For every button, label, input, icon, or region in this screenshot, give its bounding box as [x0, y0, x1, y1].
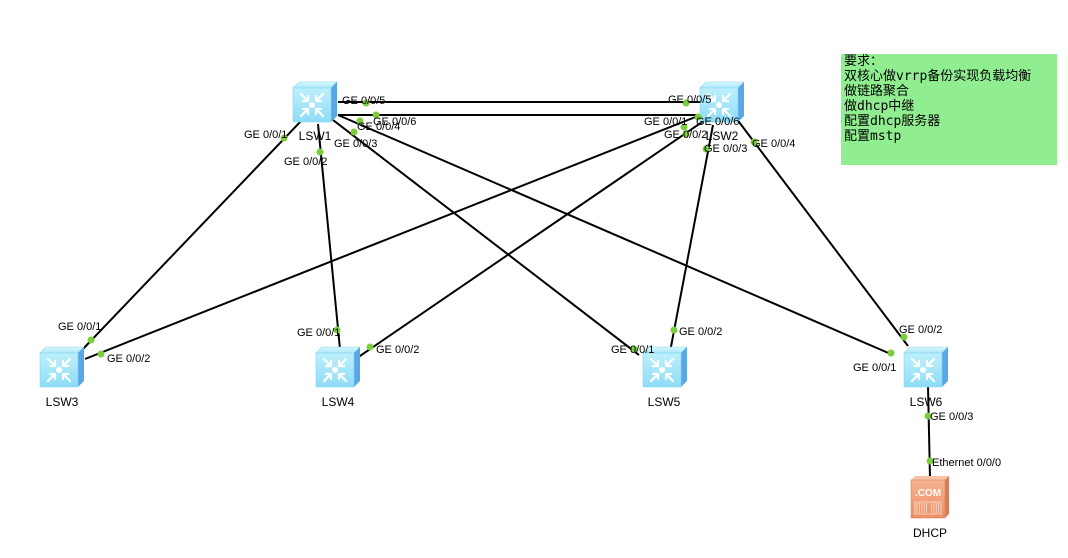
switch-arrows-icon	[322, 357, 348, 383]
switch-arrows-icon	[910, 357, 936, 383]
device-label: LSW4	[322, 395, 355, 409]
port-label-lsw1: GE 0/0/3	[334, 138, 377, 150]
port-dot[interactable]	[926, 457, 934, 465]
port-label-lsw5: GE 0/0/1	[611, 344, 654, 356]
port-dot[interactable]	[680, 123, 688, 131]
device-label: LSW5	[648, 395, 681, 409]
port-label-lsw6: GE 0/0/2	[899, 324, 942, 336]
port-label-lsw2: GE 0/0/3	[704, 143, 747, 155]
port-dot[interactable]	[750, 138, 758, 146]
switch-arrows-icon	[649, 357, 675, 383]
link-lsw1-lsw4[interactable]	[317, 123, 341, 350]
port-label-lsw1: GE 0/0/6	[373, 116, 416, 128]
switch-arrows-icon	[46, 357, 72, 383]
device-label: LSW1	[299, 129, 332, 143]
note-line: 配置dhcp服务器	[844, 114, 941, 129]
port-dot[interactable]	[887, 349, 895, 357]
port-dot[interactable]	[694, 113, 702, 121]
port-label-lsw1: GE 0/0/5	[342, 95, 385, 107]
switch-lsw3[interactable]	[39, 346, 85, 388]
server-com-icon: .COM	[915, 488, 941, 499]
port-label-lsw3: GE 0/0/1	[58, 321, 101, 333]
switch-lsw5[interactable]	[642, 346, 688, 388]
links-layer	[81, 101, 931, 479]
link-lsw1-lsw6[interactable]	[337, 114, 894, 356]
note-line: 双核心做vrrp备份实现负载均衡	[844, 69, 1032, 84]
port-label-lsw2: GE 0/0/2	[664, 129, 707, 141]
ports-layer: GE 0/0/5 GE 0/0/5 GE 0/0/6 GE 0/0/6 GE 0/0/1…	[58, 94, 1001, 469]
port-label-lsw2: GE 0/0/5	[668, 94, 711, 106]
port-dot[interactable]	[350, 128, 358, 136]
link-lsw1-lsw5[interactable]	[332, 119, 640, 356]
port-dot[interactable]	[333, 326, 341, 334]
port-dot[interactable]	[87, 336, 95, 344]
switch-lsw4[interactable]	[315, 346, 361, 388]
port-dot[interactable]	[630, 345, 638, 353]
port-label-lsw2: GE 0/0/6	[696, 116, 739, 128]
server-dhcp[interactable]: .COM	[910, 476, 949, 519]
switch-arrows-icon	[299, 92, 325, 118]
port-dot[interactable]	[702, 145, 710, 153]
port-dot[interactable]	[362, 99, 370, 107]
note-line: 配置mstp	[844, 129, 902, 144]
port-dot[interactable]	[366, 343, 374, 351]
port-dot[interactable]	[900, 333, 908, 341]
port-label-lsw4: GE 0/0/1	[297, 327, 340, 339]
device-label: LSW2	[706, 129, 739, 143]
port-label-lsw2: GE 0/0/1	[644, 116, 687, 128]
port-label-lsw6: GE 0/0/1	[853, 362, 896, 374]
link-lsw2-lsw6[interactable]	[732, 113, 909, 347]
switch-lsw2[interactable]	[699, 81, 745, 123]
port-label-lsw1: GE 0/0/1	[244, 129, 287, 141]
port-label-lsw4: GE 0/0/2	[376, 344, 419, 356]
requirements-note[interactable]: 要求： 双核心做vrrp备份实现负载均衡 做链路聚合 做dhcp中继 配置dhc…	[841, 54, 1057, 165]
switch-arrows-icon	[706, 92, 732, 118]
link-lsw2-lsw3[interactable]	[84, 113, 704, 360]
port-label-lsw1: GE 0/0/2	[284, 156, 327, 168]
port-label-lsw5: GE 0/0/2	[679, 326, 722, 338]
server-grill-icon	[914, 501, 942, 515]
port-dot[interactable]	[372, 111, 380, 119]
port-label-lsw6: GE 0/0/3	[930, 411, 973, 423]
note-line: 做链路聚合	[844, 84, 910, 99]
note-line: 做dhcp中继	[844, 99, 915, 114]
link-lsw2-lsw4[interactable]	[356, 117, 709, 359]
switch-lsw1[interactable]	[292, 81, 338, 123]
device-label: LSW3	[46, 395, 79, 409]
port-dot[interactable]	[356, 117, 364, 125]
note-line: 要求：	[844, 54, 884, 69]
port-label-lsw3: GE 0/0/2	[107, 353, 150, 365]
port-dot[interactable]	[280, 134, 288, 142]
port-dot[interactable]	[97, 350, 105, 358]
port-dot[interactable]	[670, 326, 678, 334]
device-label: LSW6	[910, 395, 943, 409]
port-dot[interactable]	[682, 99, 690, 107]
link-lsw1-lsw3[interactable]	[81, 119, 303, 351]
device-label: DHCP	[913, 526, 947, 540]
port-label-lsw2: GE 0/0/4	[752, 138, 795, 150]
port-dot[interactable]	[316, 148, 324, 156]
port-dot[interactable]	[682, 130, 690, 138]
port-label-dhcp: Ethernet 0/0/0	[932, 457, 1001, 469]
link-lsw2-lsw5[interactable]	[669, 124, 714, 353]
switch-lsw6[interactable]	[903, 346, 949, 388]
port-dot[interactable]	[924, 412, 932, 420]
port-label-lsw1: GE 0/0/4	[357, 121, 400, 133]
